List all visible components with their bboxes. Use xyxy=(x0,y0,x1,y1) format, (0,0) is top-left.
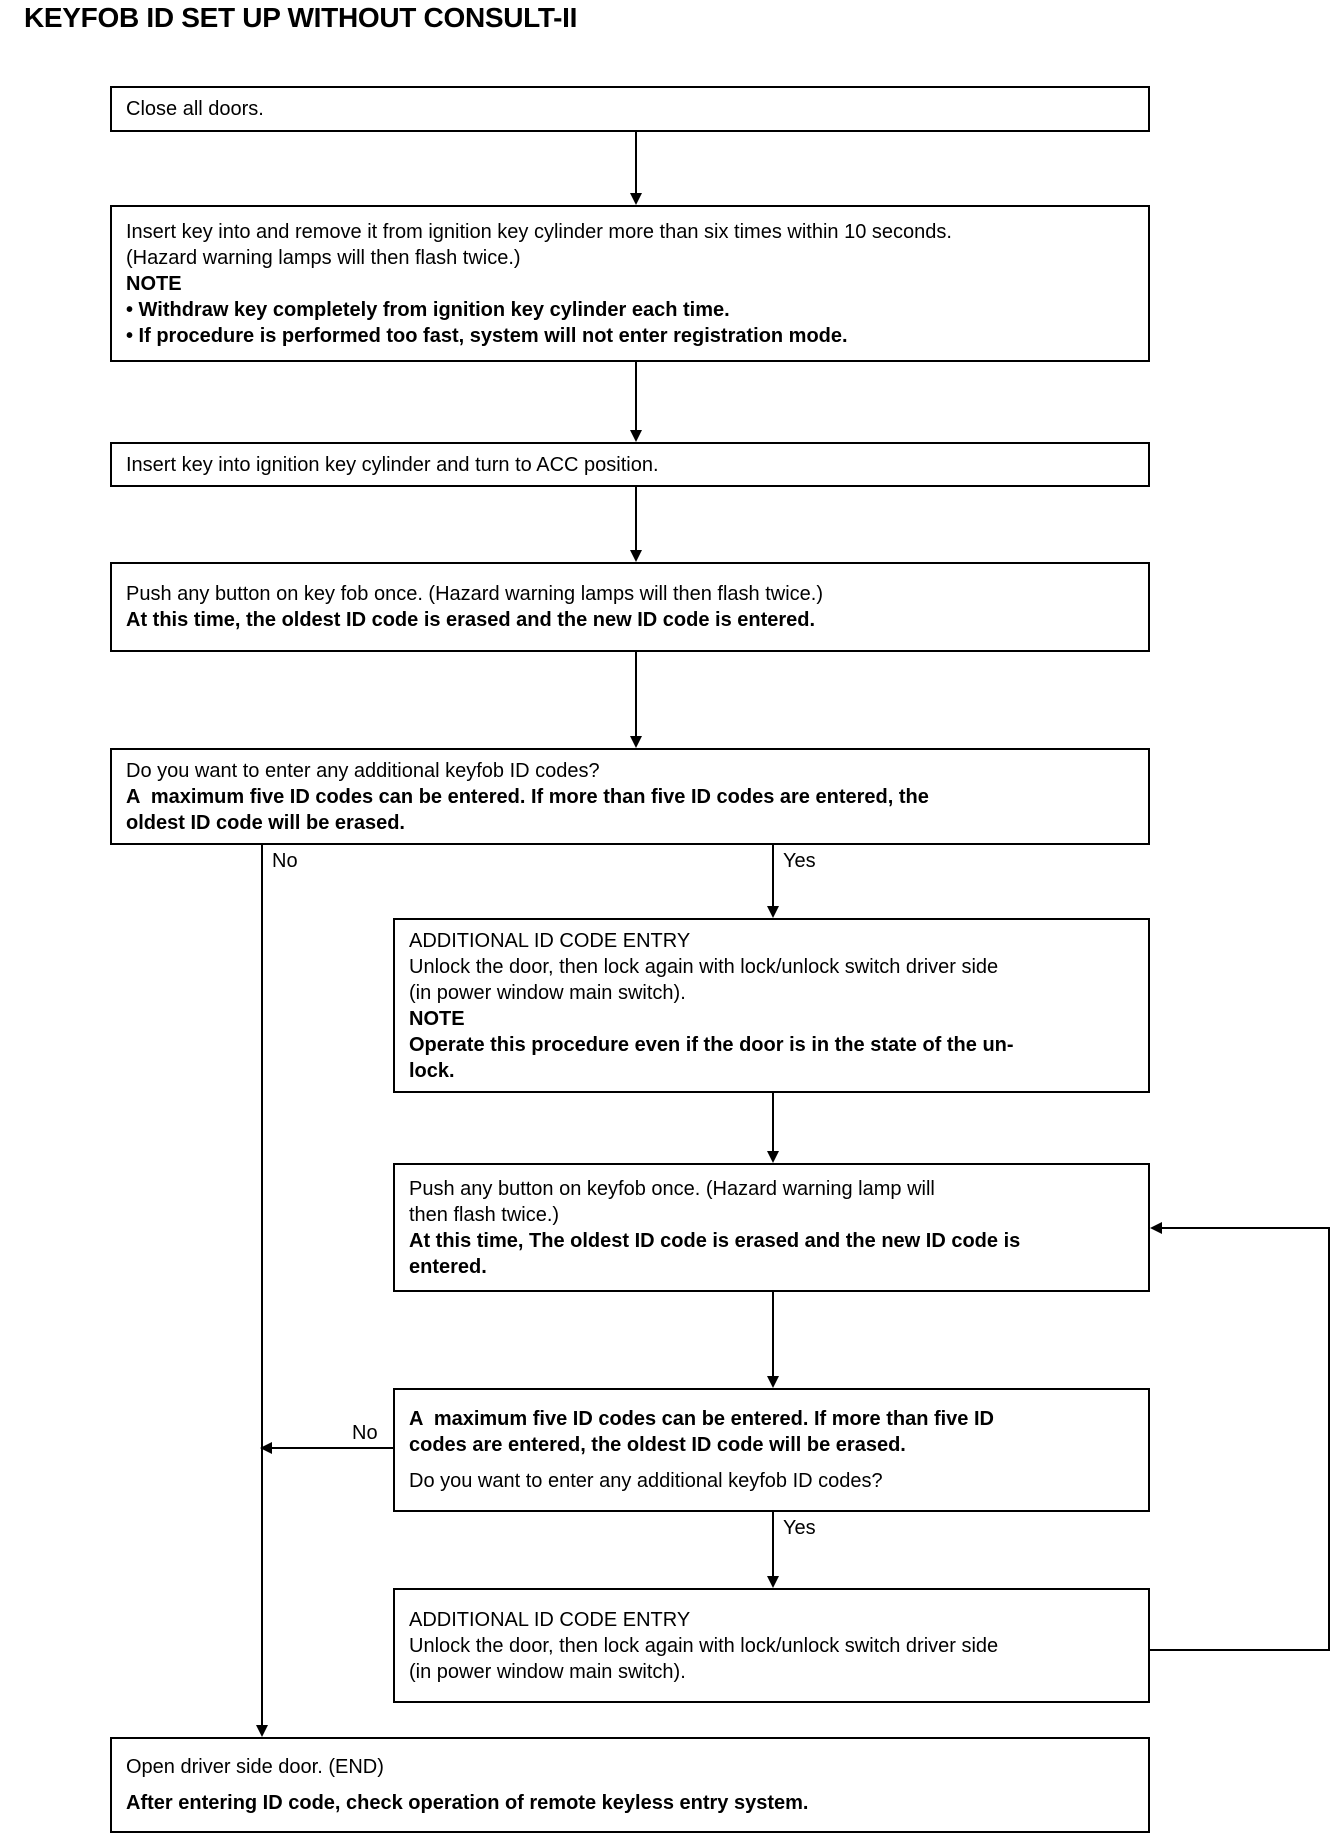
step-note-bullet: • Withdraw key completely from ignition … xyxy=(126,298,730,321)
connector-line xyxy=(772,1292,774,1376)
no-branch-line xyxy=(272,1447,393,1449)
connector-line xyxy=(635,652,637,736)
flow-decision-additional-codes-2: A maximum five ID codes can be entered. … xyxy=(393,1388,1150,1512)
step-text-line: At this time, the oldest ID code is eras… xyxy=(126,609,816,631)
step-note-label: NOTE xyxy=(126,272,182,295)
page-title: KEYFOB ID SET UP WITHOUT CONSULT-II xyxy=(24,2,578,33)
arrow-down-icon xyxy=(767,1576,779,1588)
step-note-line: Operate this procedure even if the door … xyxy=(409,1033,1014,1056)
edge-label-no: No xyxy=(272,850,298,872)
arrow-down-icon xyxy=(767,1376,779,1388)
flow-step-additional-entry-2: ADDITIONAL ID CODE ENTRY Unlock the door… xyxy=(393,1588,1150,1703)
step-text-line: Insert key into and remove it from ignit… xyxy=(126,220,952,243)
connector-line xyxy=(772,1093,774,1151)
decision-question: Do you want to enter any additional keyf… xyxy=(409,1470,883,1492)
flow-step-end: Open driver side door. (END) After enter… xyxy=(110,1737,1150,1833)
step-text-line: entered. xyxy=(409,1255,487,1278)
step-note-bullet: • If procedure is performed too fast, sy… xyxy=(126,324,848,347)
connector-line xyxy=(635,132,637,195)
decision-note: codes are entered, the oldest ID code wi… xyxy=(409,1434,906,1456)
flow-step-push-button-1: Push any button on key fob once. (Hazard… xyxy=(110,562,1150,652)
arrow-down-icon xyxy=(767,906,779,918)
decision-note: oldest ID code will be erased. xyxy=(126,811,405,834)
step-heading: ADDITIONAL ID CODE ENTRY xyxy=(409,929,691,952)
no-branch-line xyxy=(261,845,263,1726)
step-text-line: (in power window main switch). xyxy=(409,981,686,1004)
step-text-line: Unlock the door, then lock again with lo… xyxy=(409,1634,999,1657)
step-text-line: Insert key into ignition key cylinder an… xyxy=(126,453,659,476)
flow-step-additional-entry-1: ADDITIONAL ID CODE ENTRY Unlock the door… xyxy=(393,918,1150,1093)
step-text-line: Push any button on keyfob once. (Hazard … xyxy=(409,1177,935,1200)
step-heading: ADDITIONAL ID CODE ENTRY xyxy=(409,1608,691,1631)
edge-label-no: No xyxy=(352,1422,378,1444)
step-text-line: Open driver side door. (END) xyxy=(126,1756,384,1778)
step-text-line: After entering ID code, check operation … xyxy=(126,1792,809,1814)
flow-decision-additional-codes-1: Do you want to enter any additional keyf… xyxy=(110,748,1150,845)
arrow-down-icon xyxy=(256,1725,268,1737)
arrow-down-icon xyxy=(630,736,642,748)
flow-step-push-button-2: Push any button on keyfob once. (Hazard … xyxy=(393,1163,1150,1292)
decision-note: A maximum five ID codes can be entered. … xyxy=(126,785,929,808)
arrow-down-icon xyxy=(767,1151,779,1163)
arrow-down-icon xyxy=(630,550,642,562)
yes-branch-line xyxy=(772,1512,774,1576)
step-note-label: NOTE xyxy=(409,1007,465,1030)
arrow-down-icon xyxy=(630,430,642,442)
connector-line xyxy=(635,362,637,430)
decision-question: Do you want to enter any additional keyf… xyxy=(126,759,600,782)
step-text-line: then flash twice.) xyxy=(409,1203,560,1226)
yes-branch-line xyxy=(772,845,774,906)
step-text-line: Unlock the door, then lock again with lo… xyxy=(409,955,999,978)
edge-label-yes: Yes xyxy=(783,1517,816,1539)
decision-note: A maximum five ID codes can be entered. … xyxy=(409,1408,994,1430)
loop-line-right xyxy=(1328,1228,1330,1651)
step-text-line: Close all doors. xyxy=(126,98,264,120)
step-text-line: Push any button on key fob once. (Hazard… xyxy=(126,583,824,605)
step-text-line: (Hazard warning lamps will then flash tw… xyxy=(126,246,521,269)
flow-step-key-cycle: Insert key into and remove it from ignit… xyxy=(110,205,1150,362)
step-text-line: (in power window main switch). xyxy=(409,1660,686,1683)
loop-line-bottom xyxy=(1150,1649,1330,1651)
flow-step-key-acc: Insert key into ignition key cylinder an… xyxy=(110,442,1150,487)
flow-step-close-doors: Close all doors. xyxy=(110,86,1150,132)
step-note-line: lock. xyxy=(409,1059,455,1082)
edge-label-yes: Yes xyxy=(783,850,816,872)
arrow-left-icon xyxy=(260,1442,272,1454)
loop-line-top xyxy=(1162,1227,1330,1229)
arrow-left-icon xyxy=(1150,1222,1162,1234)
connector-line xyxy=(635,487,637,550)
step-text-line: At this time, The oldest ID code is eras… xyxy=(409,1229,1021,1252)
arrow-down-icon xyxy=(630,193,642,205)
